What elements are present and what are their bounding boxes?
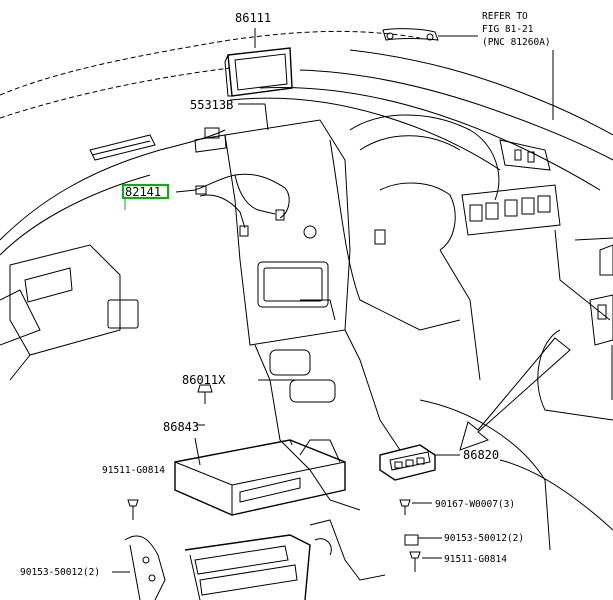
hardware-right-lower: [399, 499, 442, 572]
label-90153-50012-b: 90153-50012(2): [444, 533, 524, 544]
amplifier-86843: [174, 424, 346, 516]
right-side-parts: [574, 237, 613, 400]
label-55313b: 55313B: [190, 98, 233, 112]
refer-line-1: REFER TO: [482, 11, 528, 22]
label-90153-50012-a: 90153-50012(2): [20, 567, 100, 578]
label-86820: 86820: [463, 448, 499, 462]
refer-part-icon: [382, 28, 554, 120]
display-unit-86111: [224, 28, 293, 97]
label-86111: 86111: [235, 11, 271, 25]
refer-line-2: FIG 81-21: [482, 24, 534, 35]
label-91511-g0814-b: 91511-G0814: [444, 554, 507, 565]
instrument-cluster-area: [329, 114, 613, 551]
refer-line-3: (PNC 81260A): [482, 37, 551, 48]
label-91511-g0814-a: 91511-G0814: [102, 465, 165, 476]
label-82141: 82141: [125, 185, 161, 199]
center-console: [224, 119, 401, 511]
lower-left-bracket: [112, 499, 166, 600]
lower-unit: [184, 519, 386, 600]
control-unit-86820: [379, 337, 571, 481]
wire-harness-82141: [175, 173, 290, 237]
dashboard-outline: [0, 30, 613, 381]
label-86843: 86843: [163, 420, 199, 434]
bolt-icon: [197, 384, 213, 404]
label-86011x: 86011X: [182, 373, 226, 387]
arrow-icon: [459, 337, 571, 451]
bracket-55313b: [194, 103, 269, 153]
highlight-box: [121, 183, 170, 200]
label-90167-w0007: 90167-W0007(3): [435, 499, 515, 510]
